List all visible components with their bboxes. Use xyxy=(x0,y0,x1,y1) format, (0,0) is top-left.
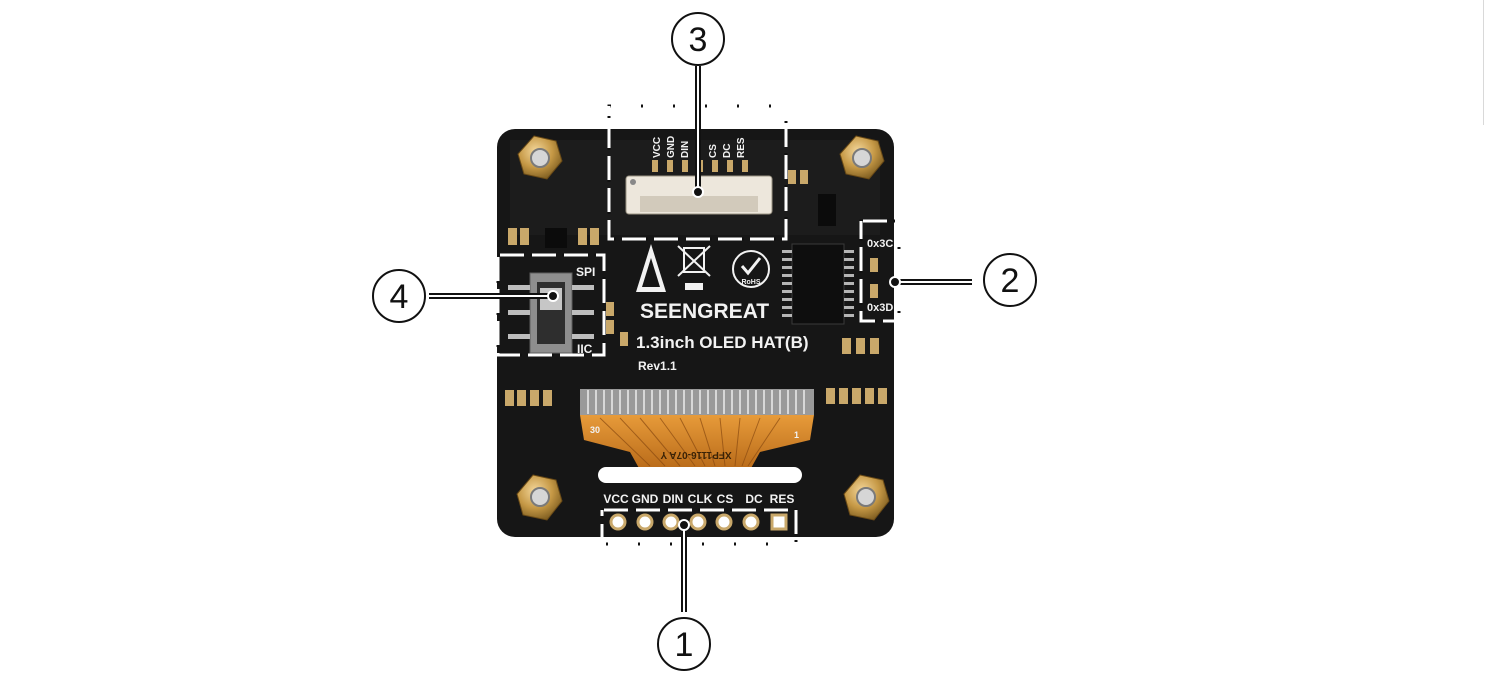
mounting-nut-bottom-left xyxy=(516,474,563,521)
header-label-gnd: GND xyxy=(632,492,659,506)
conn-label-res: RES xyxy=(736,137,747,158)
fpc-pin-right: 1 xyxy=(794,430,799,440)
fpc-ribbon: XFP1116-07A Y 30 1 xyxy=(580,389,814,470)
highlight-boxes xyxy=(496,104,901,546)
smd-components xyxy=(505,170,887,406)
callout-2-number: 2 xyxy=(1001,262,1020,300)
address-label-3c: 0x3C xyxy=(867,238,893,250)
mounting-nut-top-right xyxy=(839,135,885,180)
rohs-label: RoHS xyxy=(741,279,760,286)
callout-3-number: 3 xyxy=(689,21,708,59)
board-slot xyxy=(598,467,802,483)
transistor xyxy=(545,228,567,248)
connector-pin-labels: VCC GND DIN CS DC RES xyxy=(652,136,747,158)
callout-1: 1 xyxy=(657,617,711,671)
switch-label-iic: IIC xyxy=(577,342,593,356)
edge-line xyxy=(1483,0,1484,125)
revision-label: Rev1.1 xyxy=(638,359,677,373)
conn-label-cs: CS xyxy=(708,144,719,158)
ic-chip xyxy=(782,243,854,325)
header-label-din: DIN xyxy=(663,492,684,506)
callout-4: 4 xyxy=(372,269,426,323)
esd-warning-icon xyxy=(636,244,666,292)
header-label-cs: CS xyxy=(717,492,734,506)
address-label-3d: 0x3D xyxy=(867,302,893,314)
conn-label-din: DIN xyxy=(680,141,691,158)
callout-4-number: 4 xyxy=(390,278,409,316)
header-label-clk: CLK xyxy=(688,492,713,506)
weee-bin-icon xyxy=(677,245,711,290)
brand-logo-text: SEENGREAT xyxy=(640,300,769,323)
callout-1-number: 1 xyxy=(675,626,694,664)
conn-label-vcc: VCC xyxy=(652,137,663,158)
header-pin-labels: VCC GND DIN CLK CS DC RES xyxy=(603,492,794,506)
header-label-vcc: VCC xyxy=(603,492,629,506)
callout-3: 3 xyxy=(671,12,725,66)
model-name: 1.3inch OLED HAT(B) xyxy=(636,333,809,352)
rohs-icon: RoHS xyxy=(732,250,770,288)
conn-label-gnd: GND xyxy=(666,136,677,158)
fpc-part-number: XFP1116-07A Y xyxy=(660,449,731,460)
fpc-pin-left: 30 xyxy=(590,425,600,435)
transistor-right xyxy=(818,194,836,226)
switch-label-spi: SPI xyxy=(576,265,595,279)
conn-label-dc: DC xyxy=(722,144,733,158)
header-label-dc: DC xyxy=(745,492,763,506)
pin-header xyxy=(609,513,788,531)
header-label-res: RES xyxy=(770,492,795,506)
mounting-nut-bottom-right xyxy=(843,474,890,521)
mounting-nut-top-left xyxy=(517,135,563,180)
callout-2: 2 xyxy=(983,253,1037,307)
